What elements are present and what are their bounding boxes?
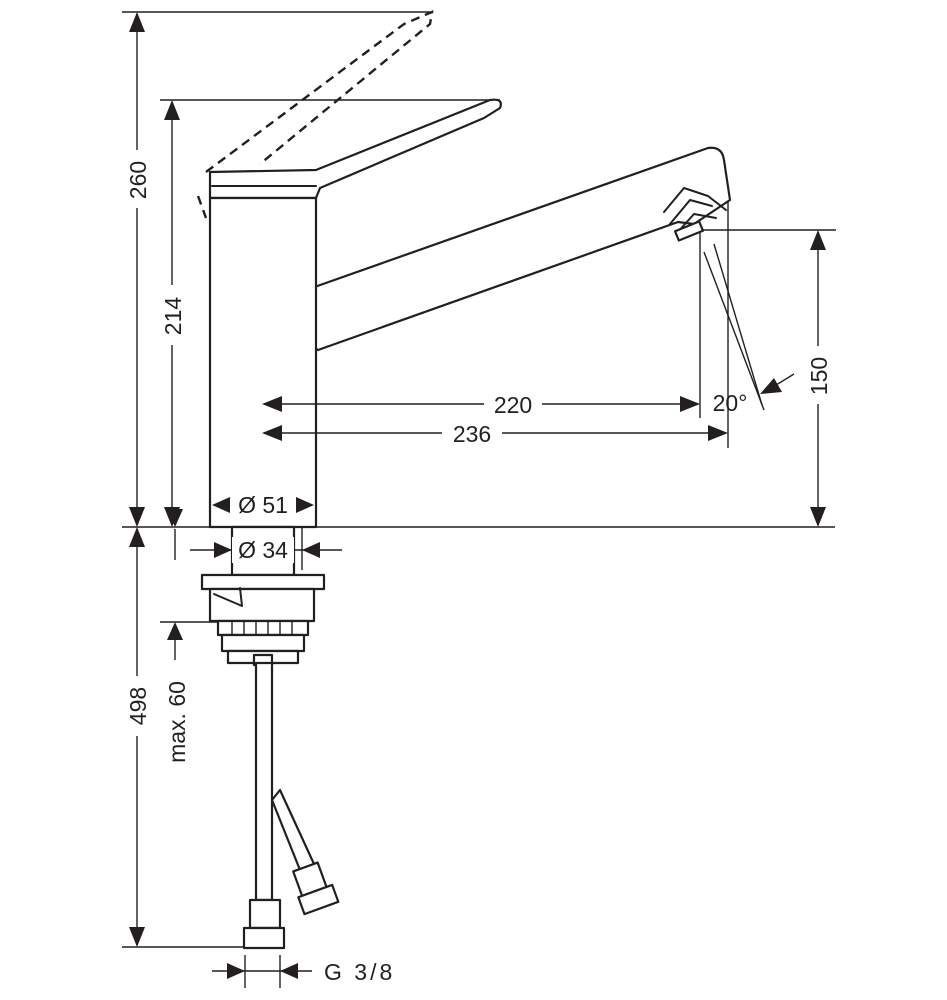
label-spray-angle: 20° (713, 390, 748, 416)
lever-open-position (196, 10, 434, 219)
label-reach-236: 236 (453, 421, 491, 447)
label-lever-height: 214 (160, 297, 186, 336)
lever (208, 98, 502, 200)
label-body-diameter: Ø 51 (238, 492, 288, 518)
label-below-height: 498 (125, 687, 151, 725)
dimension-lines (129, 12, 826, 979)
label-max-thickness: max. 60 (164, 681, 190, 763)
label-thread: G 3/8 (324, 959, 395, 985)
faucet-body (208, 196, 318, 529)
supply-hoses (242, 661, 340, 950)
label-spout-height: 150 (806, 357, 832, 395)
nut-teeth (231, 622, 293, 634)
spout (300, 146, 732, 352)
dimension-labels: 260 214 220 236 20° 150 Ø 51 Ø 34 498 ma… (124, 150, 832, 985)
label-shank-diameter: Ø 34 (238, 537, 288, 563)
label-total-height: 260 (125, 161, 151, 199)
label-reach-220: 220 (494, 392, 532, 418)
